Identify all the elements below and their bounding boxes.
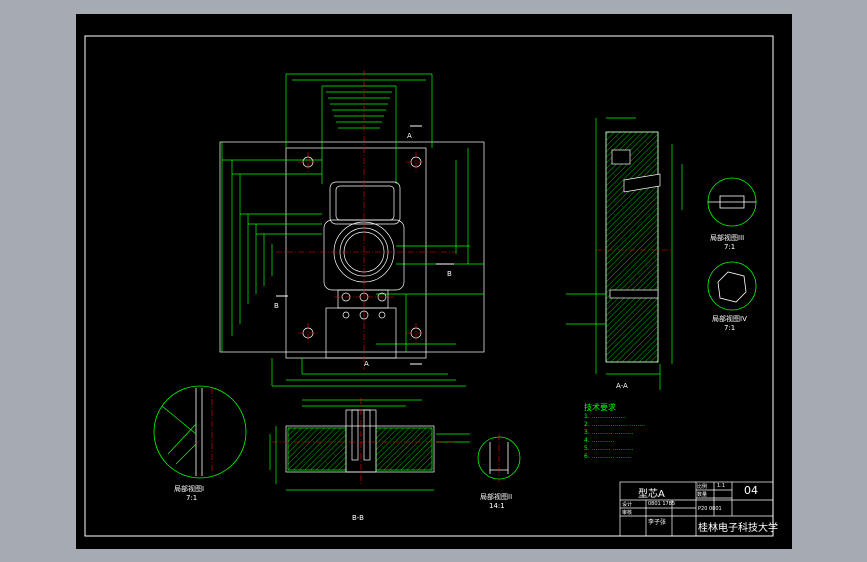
part-name: 型芯A <box>638 489 665 500</box>
section-mark-a-top: A <box>407 132 412 140</box>
scale-label: 比例 <box>697 484 708 490</box>
detail-2-scale: 14:1 <box>489 502 505 510</box>
section-bb-view <box>269 399 470 491</box>
drawing-border <box>84 35 774 537</box>
material: P20 0801 <box>698 506 722 512</box>
tech-notes: 技术要求 1. .................. 2. ..........… <box>584 402 645 461</box>
tech-note-line: 3. ........... .......... <box>584 429 634 436</box>
university-name: 桂林电子科技大学 <box>698 523 778 534</box>
detail-3-scale: 7:1 <box>724 243 736 251</box>
drawing-svg: A A B B <box>84 35 774 537</box>
detail-1-title: 局部视图I <box>174 485 205 493</box>
section-markers <box>276 125 454 365</box>
main-view-centerlines <box>276 70 456 370</box>
section-aa-title: A-A <box>616 382 628 390</box>
detail-view-1 <box>153 385 247 479</box>
drawing-number: 04 <box>744 484 758 497</box>
detail-view-4 <box>707 261 757 311</box>
detail-4-title: 局部视图IV <box>712 315 747 323</box>
student-id: 0801 1785 <box>648 501 676 507</box>
detail-1-scale: 7:1 <box>186 494 198 502</box>
tech-note-line: 1. .................. <box>584 413 626 420</box>
detail-2-title: 局部视图II <box>480 493 513 501</box>
tech-notes-heading: 技术要求 <box>584 403 616 412</box>
tech-note-line: 2. ................... ........ <box>584 421 646 428</box>
detail-view-3 <box>707 177 757 227</box>
main-plan-view <box>219 73 485 387</box>
detail-3-title: 局部视图III <box>710 234 745 242</box>
checker-label: 审核 <box>622 510 633 516</box>
tech-note-line: 6. ............ ........ <box>584 453 632 460</box>
scale-value: 1:1 <box>717 483 726 489</box>
tech-note-line: 5. .......... ........... <box>584 445 634 452</box>
designer-label: 设计 <box>622 502 633 508</box>
detail-4-scale: 7:1 <box>724 324 736 332</box>
qty-label: 数量 <box>697 492 708 498</box>
tech-note-line: 4. ............ <box>584 437 615 444</box>
section-mark-b-left: B <box>274 302 279 310</box>
drawing-sheet: A A B B <box>76 14 792 549</box>
section-mark-a-bottom: A <box>364 360 369 368</box>
title-block <box>619 481 774 537</box>
section-aa-view <box>566 117 683 390</box>
designer-name: 李子张 <box>648 519 667 526</box>
section-bb-title: B-B <box>352 514 364 522</box>
section-mark-b-right: B <box>447 270 452 278</box>
